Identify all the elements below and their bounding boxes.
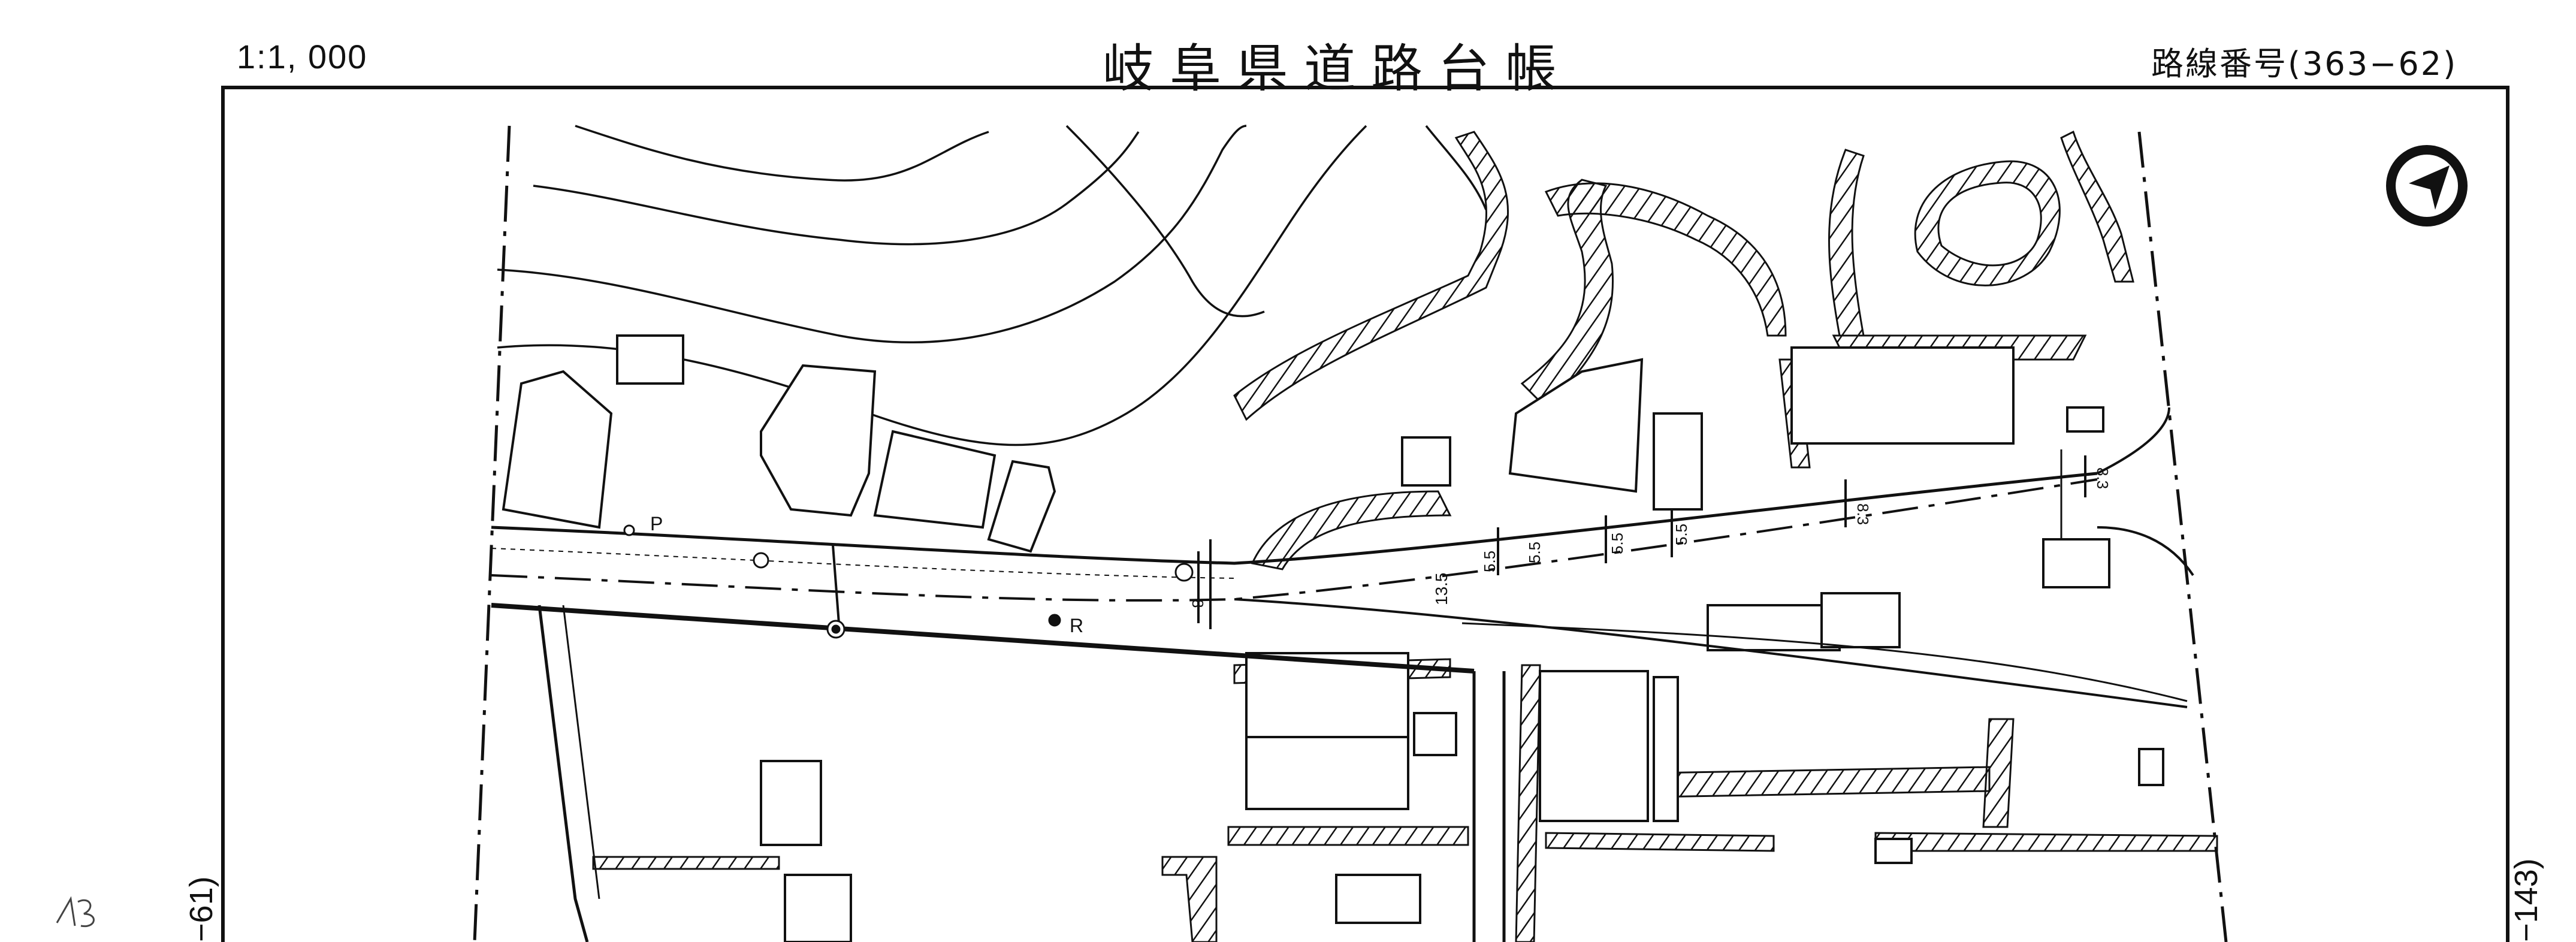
width-label-5-5-b: 5.5 xyxy=(1526,542,1544,563)
map-symbols xyxy=(623,524,1194,639)
sheet-cut-line-left xyxy=(473,125,511,942)
sheet-cut-line-right xyxy=(2137,131,2228,942)
map-scale: 1:1, 000 xyxy=(237,38,368,76)
width-label-8: 8 xyxy=(1189,599,1207,608)
width-label-13-5: 13.5 xyxy=(1432,573,1451,606)
sheet-frame xyxy=(221,86,2509,942)
route-number: 路線番号(363−62) xyxy=(2151,37,2457,84)
main-road xyxy=(491,407,2194,942)
slope-hatching xyxy=(592,130,2218,942)
width-label-8-3-b: 8.3 xyxy=(2094,467,2112,489)
point-label-r: R xyxy=(1070,615,1083,636)
width-label-8-3-a: 8.3 xyxy=(1854,503,1872,525)
contour-lines xyxy=(497,125,1487,446)
route-value: (363−62) xyxy=(2288,45,2458,83)
road-width-ticks xyxy=(1197,455,2086,629)
north-arrow-icon xyxy=(2386,145,2468,227)
point-label-p: P xyxy=(650,513,663,535)
width-label-5-5-d: 5.5 xyxy=(1672,524,1690,545)
width-label-5-5-c: 5.5 xyxy=(1608,533,1626,554)
buildings xyxy=(502,334,2164,942)
width-label-5-5-a: 5.5 xyxy=(1481,551,1499,572)
route-label: 路線番号 xyxy=(2151,45,2288,83)
handwritten-mark xyxy=(56,896,95,928)
